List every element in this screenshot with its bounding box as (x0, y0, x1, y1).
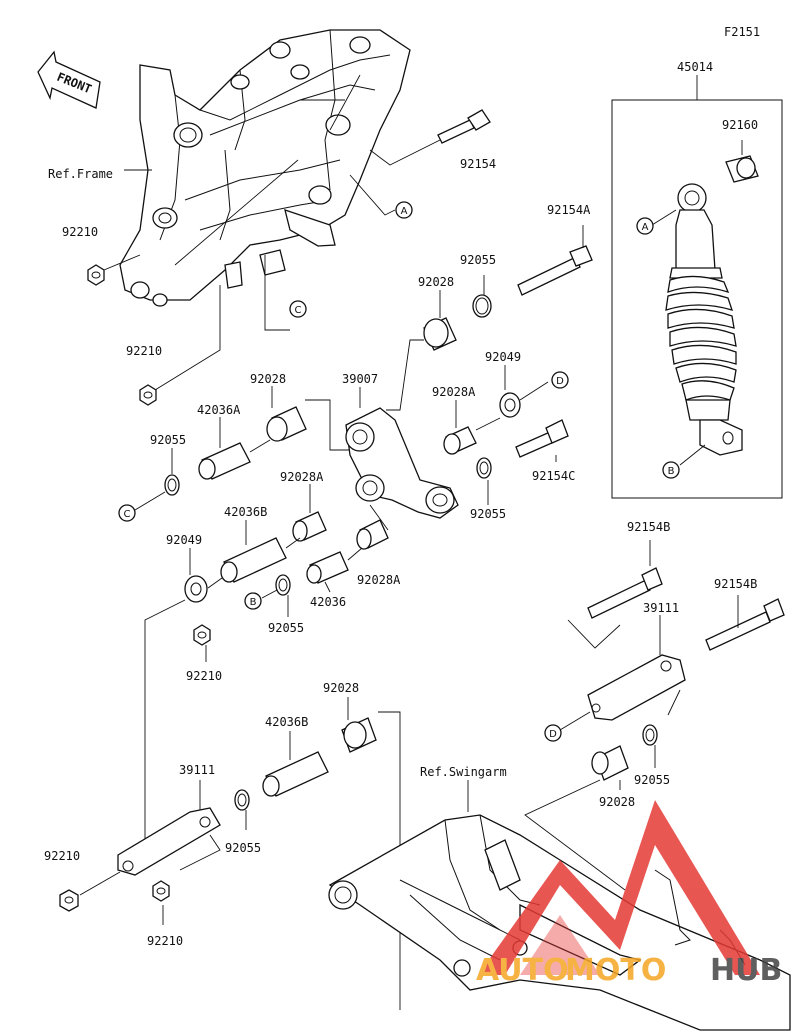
part-label-92055-lower-center: 92055 (268, 621, 304, 635)
bushing-92028-right (591, 745, 629, 781)
o-ring-92055-right (642, 724, 658, 746)
part-label-92028-left: 92028 (250, 372, 286, 386)
part-label-92160: 92160 (722, 118, 758, 132)
o-ring-92055-center-right (476, 457, 492, 479)
part-label-92055-center-right: 92055 (470, 507, 506, 521)
o-ring-92055-lower-left (234, 789, 250, 811)
part-label-92154b-right: 92154B (714, 577, 757, 591)
nut-92210-lower-left (59, 889, 79, 912)
callout-d-link: D (551, 371, 569, 389)
svg-text:D: D (549, 729, 557, 740)
callout-a-frame: A (395, 201, 413, 219)
watermark-hub: HUB (710, 953, 782, 988)
washer-92049-right (499, 392, 521, 418)
svg-text:D: D (556, 376, 564, 387)
callout-a-shock: A (636, 217, 654, 235)
bushing-92028-lower-left (341, 717, 377, 753)
nut-92210-frame-lower (139, 384, 157, 406)
part-label-92028a-left: 92028A (280, 470, 324, 484)
bushing-92028-upper (423, 317, 457, 351)
nut-92210-lower-center (152, 880, 170, 902)
washer-92049-left (184, 575, 208, 603)
collar-42036b-upper (220, 537, 287, 583)
front-arrow-icon: FRONT (37, 50, 101, 109)
automotohub-watermark-logo: AUTO MOTO HUB (476, 800, 782, 988)
part-label-92154b-left: 92154B (627, 520, 670, 534)
part-label-92154c: 92154C (532, 469, 575, 483)
part-label-92028a-lower: 92028A (357, 573, 401, 587)
ref-swingarm-label: Ref.Swingarm (420, 765, 507, 779)
collar-42036b-lower (262, 751, 329, 797)
part-label-92055-left: 92055 (150, 433, 186, 447)
link-39007 (345, 407, 459, 519)
part-label-92210-lower-center: 92210 (147, 934, 183, 948)
nut-92210-middle (193, 624, 211, 646)
part-label-92049-left: 92049 (166, 533, 202, 547)
svg-text:B: B (668, 466, 675, 477)
part-label-92210-frame-lower: 92210 (126, 344, 162, 358)
svg-text:B: B (250, 597, 257, 608)
collar-42036 (306, 551, 349, 584)
part-label-92210-lower-left: 92210 (44, 849, 80, 863)
part-label-92028-upper: 92028 (418, 275, 454, 289)
o-ring-92055-lower-center (275, 574, 291, 596)
part-label-39111-left: 39111 (179, 763, 215, 777)
plate-39111-right (587, 654, 686, 721)
bolt-92154a (517, 245, 593, 296)
part-label-92049-right: 92049 (485, 350, 521, 364)
part-label-92028-lower-left: 92028 (323, 681, 359, 695)
callout-d-plate: D (544, 724, 562, 742)
bushing-92028-left (266, 406, 307, 442)
svg-text:C: C (295, 305, 302, 316)
part-label-42036: 42036 (310, 595, 346, 609)
bolt-92154b-left (587, 567, 663, 619)
collar-42036a (198, 442, 251, 480)
shock-absorber-45014 (665, 183, 743, 456)
part-label-92154a: 92154A (547, 203, 591, 217)
svg-text:C: C (124, 509, 131, 520)
callout-b-middle: B (244, 592, 262, 610)
part-label-92055-lower-left: 92055 (225, 841, 261, 855)
part-label-92154: 92154 (460, 157, 496, 171)
part-label-42036b-upper: 42036B (224, 505, 267, 519)
part-label-92210-upper: 92210 (62, 225, 98, 239)
bolt-92154b-right (705, 598, 785, 651)
part-label-39111-right: 39111 (643, 601, 679, 615)
bolt-92154 (437, 109, 491, 144)
o-ring-92055-left (164, 474, 180, 496)
bushing-92028a-left (292, 511, 327, 542)
bushing-92028a-center (443, 426, 477, 455)
figure-code: F2151 (724, 25, 760, 39)
callout-b-shock: B (662, 461, 680, 479)
svg-text:A: A (642, 222, 649, 233)
bolt-92154c (515, 419, 569, 458)
callout-c-left: C (118, 504, 136, 522)
plate-39111-left (117, 807, 221, 876)
swingarm-drawing (328, 814, 791, 1031)
bushing-92160 (725, 155, 759, 183)
part-label-45014: 45014 (677, 60, 713, 74)
part-label-92028-right: 92028 (599, 795, 635, 809)
watermark-auto: AUTO (476, 953, 569, 988)
part-label-42036b-lower: 42036B (265, 715, 308, 729)
part-label-92055-right: 92055 (634, 773, 670, 787)
part-label-39007: 39007 (342, 372, 378, 386)
bushing-92028a-lower (356, 519, 389, 550)
frame-drawing (119, 29, 411, 307)
watermark-moto: MOTO (565, 953, 666, 988)
o-ring-92055-upper (472, 294, 492, 318)
callout-c-frame: C (289, 300, 307, 318)
part-label-42036a: 42036A (197, 403, 241, 417)
nut-92210-frame-upper (87, 264, 105, 286)
ref-frame-label: Ref.Frame (48, 167, 113, 181)
part-label-92055-upper: 92055 (460, 253, 496, 267)
part-label-92210-middle: 92210 (186, 669, 222, 683)
svg-text:A: A (401, 206, 408, 217)
part-label-92028a-center: 92028A (432, 385, 476, 399)
